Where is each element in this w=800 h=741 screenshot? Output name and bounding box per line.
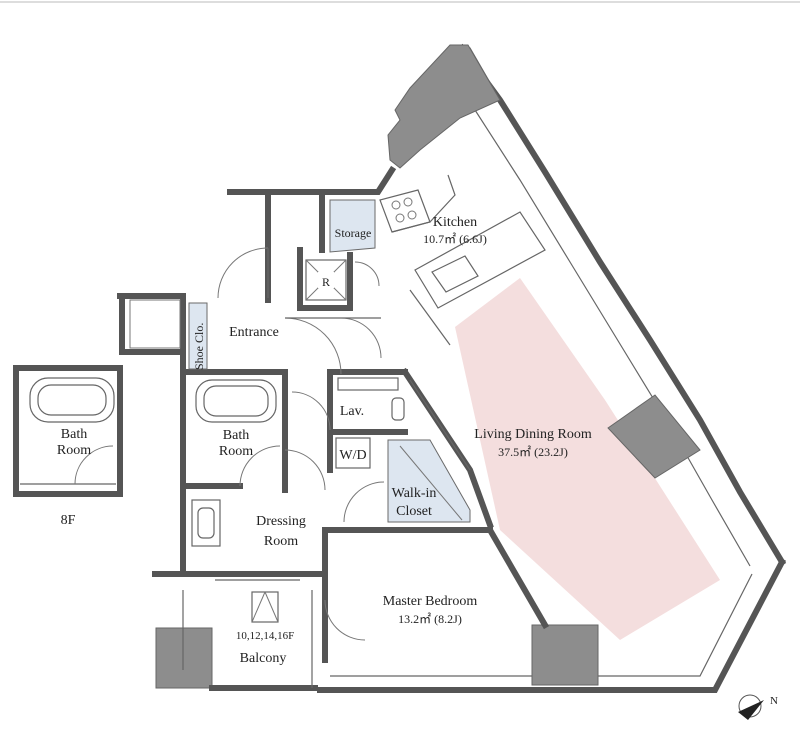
bath-main-door-swing bbox=[239, 445, 281, 487]
kitchen-area: 10.7㎡ (6.6J) bbox=[423, 232, 487, 246]
wall-corridor-box bbox=[119, 297, 186, 355]
vanity-basin bbox=[197, 507, 215, 539]
bath-main-label-1: Bath bbox=[223, 428, 249, 443]
entrance-doors bbox=[217, 247, 382, 375]
fridge-label: R bbox=[322, 275, 330, 289]
wall-bedroom-diagonal bbox=[485, 525, 550, 630]
closet-door-swing bbox=[343, 481, 385, 523]
closet-rail bbox=[399, 445, 463, 521]
pillar-balcony bbox=[155, 627, 213, 689]
kitchen-label: Kitchen bbox=[433, 215, 477, 230]
washer-space bbox=[335, 437, 371, 469]
storage-room bbox=[329, 199, 376, 253]
bath-8f-label-1: Bath bbox=[61, 427, 87, 442]
lav-label: Lav. bbox=[340, 404, 364, 419]
balcony-floors: 10,12,14,16F bbox=[236, 630, 294, 642]
floor-note: 8F bbox=[61, 513, 76, 528]
curtain-wall-diagonal bbox=[457, 43, 787, 567]
bathtub-main-inner bbox=[203, 385, 269, 417]
bath-8f-door-swing bbox=[74, 445, 114, 485]
master-area: 13.2㎡ (8.2J) bbox=[398, 612, 462, 626]
pillar-right bbox=[607, 394, 701, 479]
toilet-icon bbox=[391, 397, 405, 421]
bath-8f-module: Bath Room bbox=[13, 365, 123, 497]
balcony-label: Balcony bbox=[240, 651, 287, 666]
exterior-walls bbox=[317, 43, 787, 693]
fridge-label-bg bbox=[318, 272, 334, 288]
cooktop-icon bbox=[379, 189, 431, 233]
living-area: 37.5㎡ (23.2J) bbox=[498, 445, 568, 459]
wall-top-row bbox=[227, 165, 397, 195]
burner-3 bbox=[395, 213, 405, 223]
exterior-south-inner bbox=[330, 573, 753, 677]
wall-fridge-box bbox=[297, 247, 353, 311]
shoe-closet bbox=[188, 302, 208, 370]
hall-door-swing-2 bbox=[340, 317, 382, 359]
bedroom-door-swing bbox=[324, 599, 366, 641]
exterior-south-wall bbox=[317, 557, 787, 693]
hall-door-swing-1 bbox=[284, 317, 342, 375]
pillar-top bbox=[387, 44, 501, 169]
ac-unit-icon bbox=[251, 591, 279, 623]
pillar-bottom bbox=[531, 624, 599, 686]
bath-main-label-2: Room bbox=[219, 444, 253, 459]
walk-in-label-2: Closet bbox=[396, 504, 432, 519]
compass-label: N bbox=[770, 695, 778, 707]
corridor-niche bbox=[129, 299, 181, 349]
compass-icon: N bbox=[738, 694, 778, 720]
shoe-closet-label: Shoe Clo. bbox=[192, 323, 206, 370]
sink-icon bbox=[431, 255, 479, 293]
kitchen-counter-back bbox=[391, 174, 456, 233]
kitchen-fixtures bbox=[379, 174, 546, 346]
living-label: Living Dining Room bbox=[474, 427, 592, 442]
living-highlight bbox=[455, 278, 720, 640]
lav-door-swing bbox=[291, 391, 331, 431]
storage-label: Storage bbox=[335, 226, 372, 240]
burner-1 bbox=[391, 200, 401, 210]
dressing-label-2: Room bbox=[264, 534, 298, 549]
wd-label: W/D bbox=[339, 448, 366, 463]
wall-diagonal-glass bbox=[409, 379, 471, 471]
master-label: Master Bedroom bbox=[383, 594, 478, 609]
ac-unit-x2 bbox=[264, 591, 279, 623]
kitchen-counter-edge bbox=[409, 289, 451, 346]
interior-walls bbox=[117, 165, 550, 691]
burner-4 bbox=[407, 210, 417, 220]
dressing-door-swing bbox=[284, 449, 326, 491]
ac-unit-x1 bbox=[251, 591, 266, 623]
front-door-swing bbox=[217, 247, 269, 299]
lav-counter bbox=[337, 377, 399, 391]
curtain-wall-inner bbox=[474, 109, 751, 567]
dressing-label-1: Dressing bbox=[256, 514, 306, 529]
storage-door-swing bbox=[354, 261, 380, 287]
walk-in-label-1: Walk-in bbox=[392, 486, 437, 501]
burner-2 bbox=[403, 197, 413, 207]
bath-8f-label-2: Room bbox=[57, 443, 91, 458]
bathtub-inner bbox=[37, 384, 107, 416]
entrance-label: Entrance bbox=[229, 325, 279, 340]
